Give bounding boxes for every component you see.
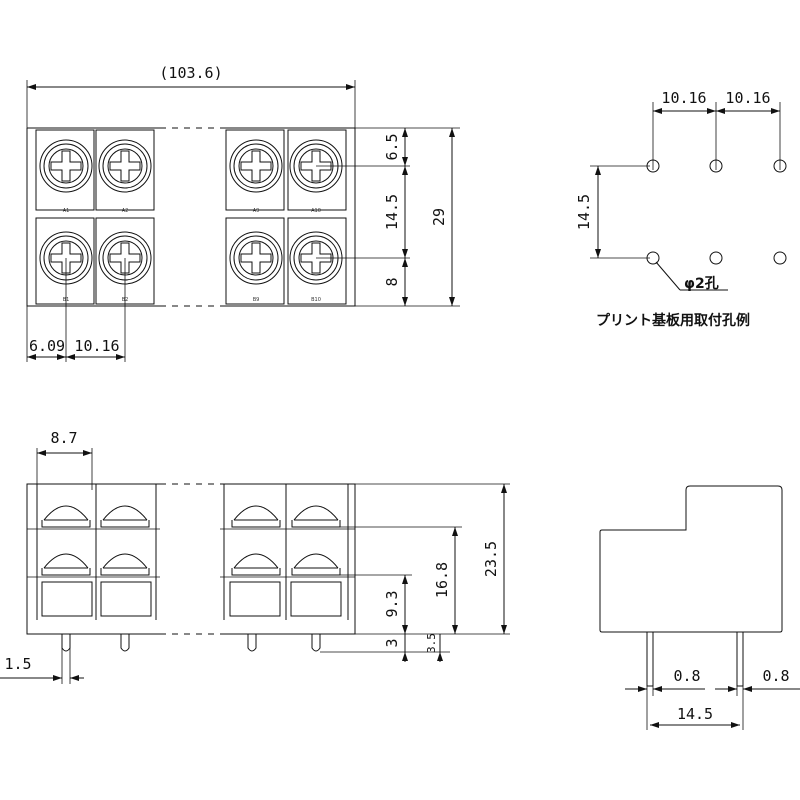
terminal-label: A10 (311, 208, 321, 214)
dim-hole-pitch-1: 10.16 (661, 89, 706, 107)
arrowheads (402, 652, 408, 661)
arrowheads (437, 652, 443, 661)
side-pin-right (736, 631, 744, 687)
cell-b9 (225, 217, 285, 305)
cell-b10 (287, 217, 347, 305)
side-view: 0.8 0.8 14.5 (599, 485, 800, 730)
front-view: 8.7 (0, 429, 510, 684)
arrowheads (728, 686, 752, 692)
arrowheads (650, 722, 740, 728)
screw-heads (39, 139, 343, 285)
screw-icon (289, 139, 343, 193)
dim-module-width: 8.7 (50, 429, 77, 447)
terminal-label: A9 (253, 208, 260, 214)
side-body (599, 485, 783, 633)
mounting-hole (773, 251, 787, 265)
mounting-hole (709, 159, 723, 173)
screw-profile-icon (100, 505, 150, 528)
wire-entry (100, 581, 152, 617)
arrowheads (638, 686, 662, 692)
pin (311, 634, 321, 652)
pcb-caption: プリント基板用取付孔例 (596, 312, 750, 329)
cell-a10 (287, 129, 347, 211)
dim-hole-pitch-2: 10.16 (725, 89, 770, 107)
dim-hole-row-spacing: 14.5 (575, 194, 593, 230)
screw-profile-icon (231, 505, 281, 528)
cell-b1 (35, 217, 95, 305)
wire-entry (41, 581, 93, 617)
mounting-hole (646, 251, 660, 265)
dim-upper-screw: 16.8 (433, 562, 451, 598)
screw-profiles (41, 505, 341, 576)
dim-height: 23.5 (482, 541, 500, 577)
wire-entry (229, 581, 281, 617)
dim-pin-width-right: 0.8 (762, 667, 789, 685)
pcb-hole-layout: 10.16 10.16 14.5 φ2孔 プリント基板用取付孔例 (575, 89, 787, 329)
terminal-label: B10 (311, 297, 321, 303)
cell-a1 (35, 129, 95, 211)
cell-a2 (95, 129, 155, 211)
side-pin-left (646, 631, 654, 687)
dim-pin-total: 3.5 (425, 633, 438, 653)
mounting-hole (773, 159, 787, 173)
screw-icon (229, 231, 283, 285)
top-view: (103.6) (26, 64, 460, 362)
pin (120, 634, 130, 652)
front-body-right (220, 483, 356, 635)
terminal-label: B9 (253, 297, 260, 303)
top-body-right (220, 127, 356, 307)
terminal-label: A2 (122, 208, 129, 214)
arrowheads (653, 108, 780, 114)
front-body-left (26, 483, 160, 635)
wire-entry (290, 581, 342, 617)
dim-bottom-row: 8 (383, 277, 401, 286)
cell-a9 (225, 129, 285, 211)
dim-pin-spacing: 14.5 (677, 705, 713, 723)
terminal-label: A1 (63, 208, 70, 214)
leader-line (655, 261, 681, 291)
screw-icon (98, 139, 152, 193)
dim-pitch: 10.16 (74, 337, 119, 355)
dim-top-row: 6.5 (383, 133, 401, 160)
pcb-pins (61, 634, 321, 652)
screw-profile-icon (291, 553, 341, 576)
dim-left-offset: 1.5 (4, 655, 31, 673)
dim-row-spacing: 14.5 (383, 194, 401, 230)
pin (247, 634, 257, 652)
pin (61, 634, 71, 652)
screw-profile-icon (100, 553, 150, 576)
screw-profile-icon (231, 553, 281, 576)
dim-pin-width-left: 0.8 (673, 667, 700, 685)
dim-pin-length: 3 (383, 638, 401, 647)
dim-pitch-left: 6.09 (29, 337, 65, 355)
hole-diameter-label: φ2孔 (684, 276, 719, 292)
screw-profile-icon (291, 505, 341, 528)
dim-overall-width: (103.6) (159, 64, 222, 82)
mounting-hole (709, 251, 723, 265)
mounting-hole (646, 159, 660, 173)
dim-lower-screw: 9.3 (383, 590, 401, 617)
screw-icon (229, 139, 283, 193)
screw-icon (39, 139, 93, 193)
dim-depth: 29 (430, 208, 448, 226)
screw-profile-icon (41, 505, 91, 528)
terminal-cells (35, 129, 347, 305)
screw-profile-icon (41, 553, 91, 576)
